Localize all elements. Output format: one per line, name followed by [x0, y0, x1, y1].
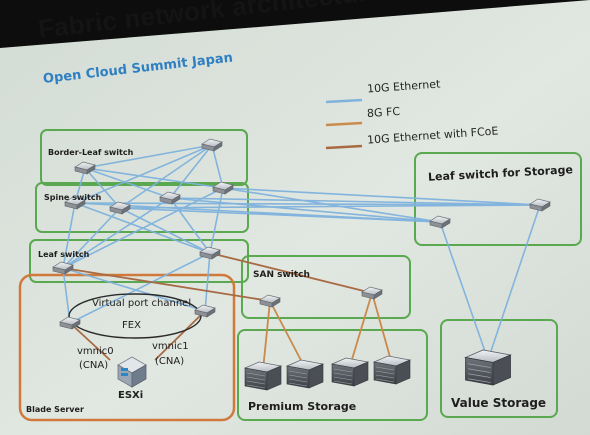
esxi-label: ESXi: [118, 390, 144, 401]
legend-swatch-fc: [325, 121, 363, 127]
blade-server-label: Blade Server: [26, 405, 84, 414]
fex-switch-1-icon: [59, 316, 81, 330]
premium-storage-1-icon: [243, 361, 283, 391]
legend-swatch-fcoe: [325, 144, 363, 150]
premium-storage-3-icon: [330, 357, 370, 387]
spine-switch-4-icon: [212, 181, 234, 195]
blade-server-box: [18, 273, 236, 422]
storage-leaf-switch-2-icon: [529, 198, 551, 212]
border-leaf-box: [40, 129, 248, 186]
vmnic1-sub-label: (CNA): [155, 356, 185, 367]
group-boxes: [18, 129, 582, 422]
vmnic0-label: vmnic0: [77, 346, 114, 357]
premium-storage-2-icon: [285, 359, 325, 389]
spine-switch-2-icon: [109, 201, 131, 215]
spine-switch-1-icon: [64, 196, 86, 210]
ethernet-links: [62, 144, 541, 361]
border-leaf-label: Border-Leaf switch: [48, 148, 134, 157]
esxi-host-icon: [117, 356, 147, 388]
fc-links: [262, 292, 393, 371]
spine-switch-3-icon: [159, 191, 181, 205]
switch-devices: [52, 138, 551, 330]
legend-swatch-ethernet: [325, 98, 363, 104]
vpc-label: Virtual port channel: [92, 298, 192, 309]
san-switch-1-icon: [259, 294, 281, 308]
premium-storage-label: Premium Storage: [248, 400, 357, 413]
value-storage-array-icon: [463, 349, 513, 386]
leaf-switch-2-icon: [199, 246, 221, 260]
leaf-switch-1-icon: [52, 261, 74, 275]
storage-leaf-switch-1-icon: [429, 215, 451, 229]
vpc-ellipse: [68, 293, 202, 339]
vmnic0-sub-label: (CNA): [79, 360, 109, 371]
premium-storage-box: [237, 329, 428, 421]
spine-label: Spine switch: [44, 193, 102, 202]
fex-switch-2-icon: [194, 304, 216, 318]
fex-label: FEX: [122, 320, 141, 331]
value-storage-label: Value Storage: [451, 396, 547, 410]
vmnic1-label: vmnic1: [152, 341, 189, 352]
san-switch-2-icon: [361, 286, 383, 300]
leaf-label: Leaf switch: [38, 250, 90, 259]
fcoe-links: [62, 252, 373, 361]
premium-storage-4-icon: [372, 355, 412, 385]
legend-swatches: [325, 98, 363, 150]
leaf-box: [29, 239, 249, 283]
value-storage-box: [440, 319, 558, 418]
storage-devices: [243, 349, 513, 391]
border-leaf-switch-1-icon: [74, 161, 96, 175]
san-box: [241, 255, 411, 319]
legend-label-fc: 8G FC: [366, 104, 401, 121]
border-leaf-switch-2-icon: [201, 138, 223, 152]
san-label: SAN switch: [253, 270, 310, 280]
